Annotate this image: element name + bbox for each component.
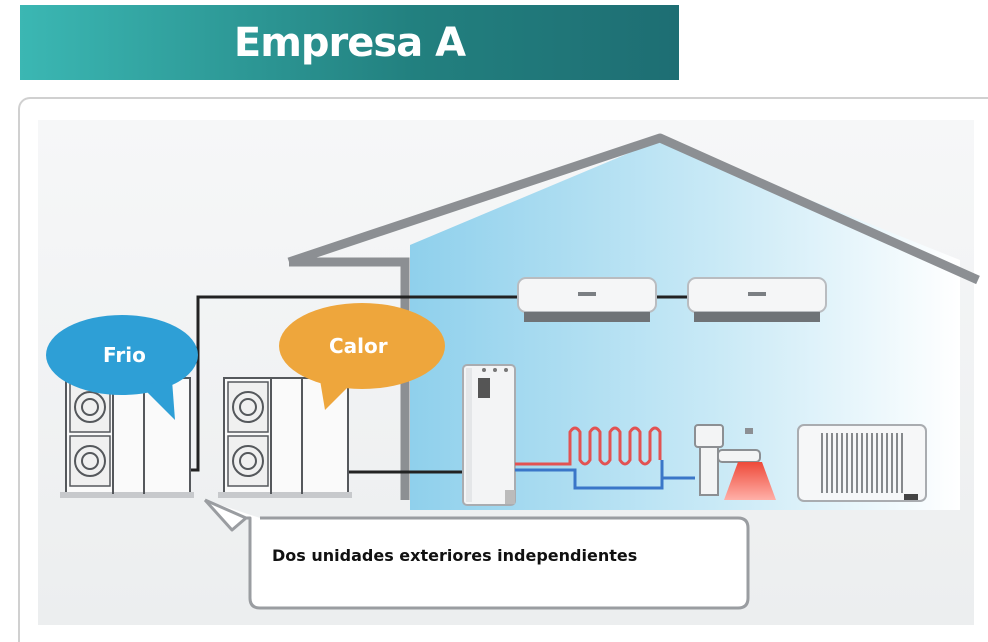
heat-bubble	[279, 303, 445, 410]
indoor-unit-2	[687, 277, 827, 322]
callout-label: Dos unidades exteriores independientes	[272, 546, 638, 565]
house-interior	[410, 140, 960, 510]
cold-bubble-label: Frio	[103, 343, 146, 367]
heat-bubble-label: Calor	[329, 334, 388, 358]
radiator-coil	[568, 426, 662, 466]
title-banner: Empresa A	[20, 5, 679, 80]
fan-coil-unit	[797, 424, 927, 502]
hydro-unit	[462, 364, 516, 506]
house-roof	[287, 133, 980, 285]
outdoor-unit-cold	[60, 377, 194, 498]
pipe-indoor-units	[190, 295, 520, 472]
tap-icon	[694, 424, 776, 500]
callout-box	[203, 498, 750, 610]
house-wall	[289, 257, 410, 500]
indoor-unit-1	[517, 277, 657, 322]
cold-bubble	[46, 315, 198, 420]
page-title: Empresa A	[233, 19, 466, 66]
